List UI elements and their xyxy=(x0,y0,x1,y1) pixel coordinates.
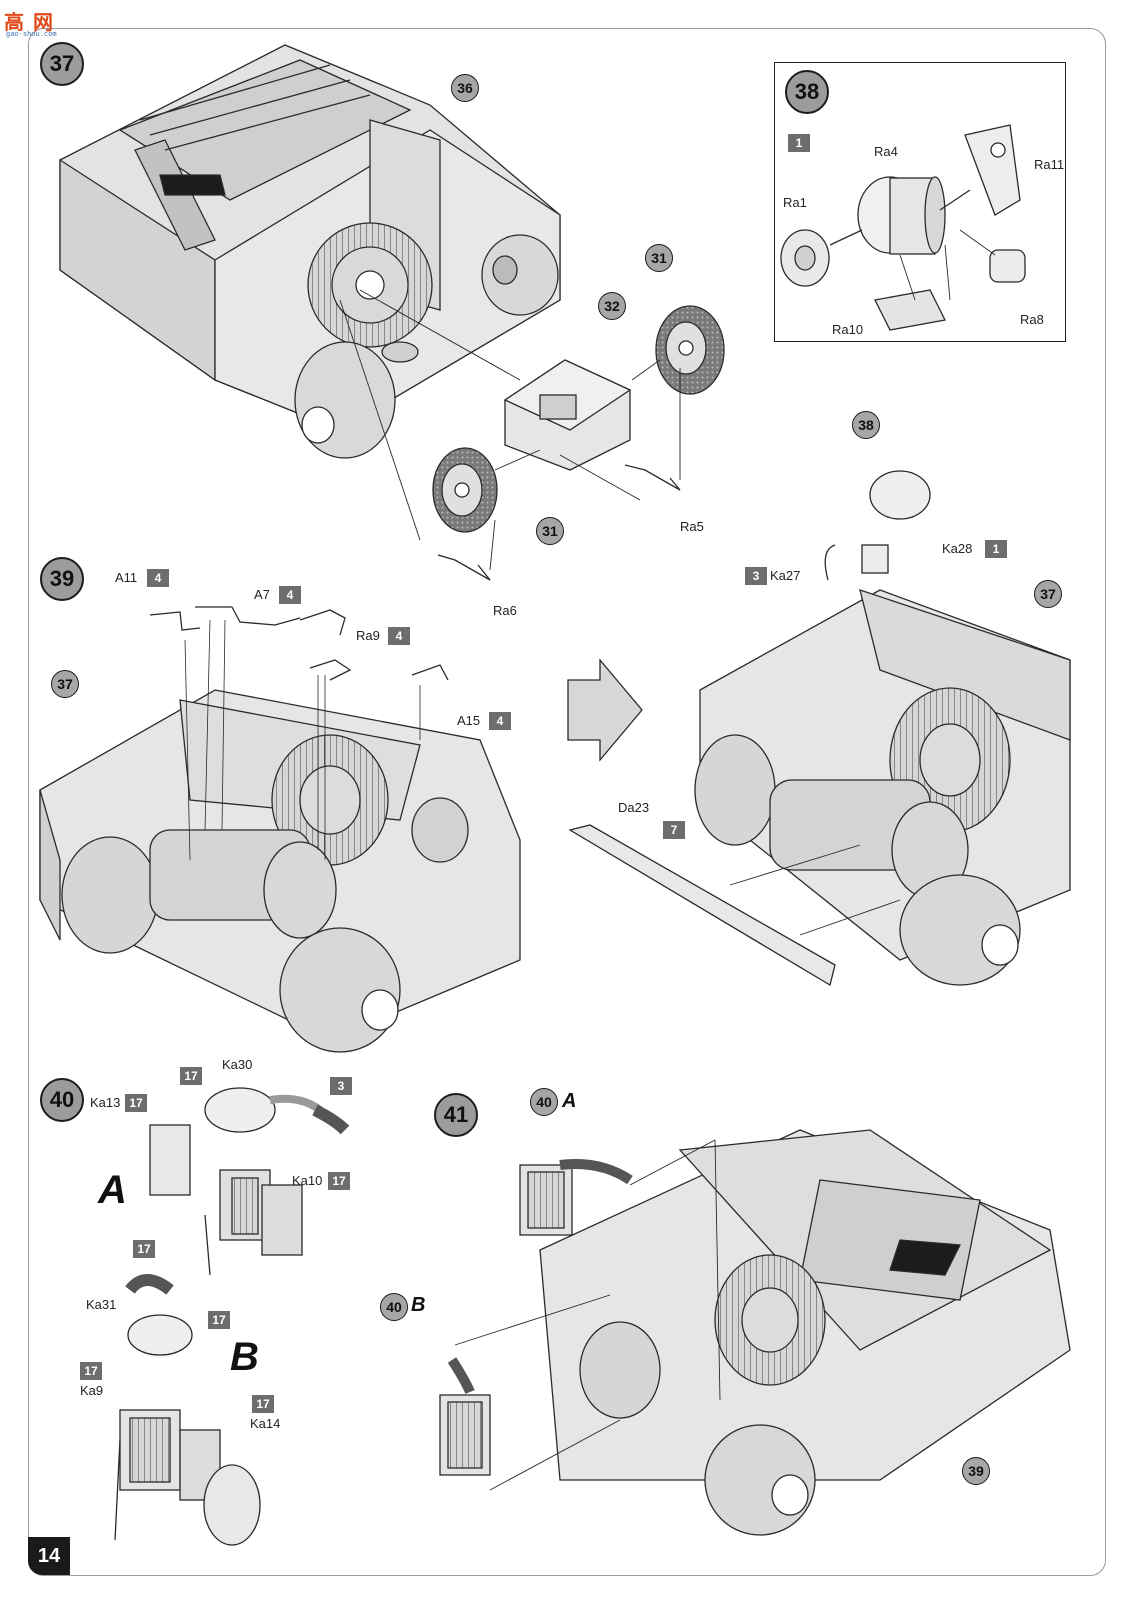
watermark-logo: 高 网 gao-shou.com xyxy=(4,6,82,40)
step39-hull-drawing xyxy=(39,606,521,1053)
sprue-tag-hose-40a: 3 xyxy=(330,1077,352,1095)
ref-part-31-top: 31 xyxy=(645,244,673,272)
part-label-ka27: Ka27 xyxy=(770,568,801,583)
step38-detail-box xyxy=(774,62,1066,342)
step-number-40: 40 xyxy=(40,1078,84,1122)
sprue-tag-da23: 7 xyxy=(663,821,685,839)
sprue-tag-box38: 1 xyxy=(788,134,810,152)
sprue-tag-a11: 4 xyxy=(147,569,169,587)
step-arrow-shape xyxy=(567,658,643,762)
ref-part-32: 32 xyxy=(598,292,626,320)
variant-letter-a: A xyxy=(98,1168,127,1212)
sprue-tag-ka27: 3 xyxy=(745,567,767,585)
part-label-ra4: Ra4 xyxy=(874,144,898,159)
step-number-37: 37 xyxy=(40,42,84,86)
ref-part-31-bottom: 31 xyxy=(536,517,564,545)
part-label-ra6: Ra6 xyxy=(493,603,517,618)
part-label-ra9: Ra9 xyxy=(356,628,380,643)
part-label-a11: A11 xyxy=(115,570,138,585)
sprue-tag-ka9: 17 xyxy=(80,1362,102,1380)
step39-result-drawing xyxy=(568,470,1071,987)
part-label-ra8: Ra8 xyxy=(1020,312,1044,327)
part-label-a7: A7 xyxy=(254,587,270,602)
variant-letter-b: B xyxy=(230,1335,259,1379)
sprue-tag-ra9: 4 xyxy=(388,627,410,645)
part-label-ra10: Ra10 xyxy=(832,322,864,337)
watermark-url: gao-shou.com xyxy=(6,30,57,38)
sprue-tag-ka13: 17 xyxy=(125,1094,147,1112)
ref-step-40-b: 40 xyxy=(380,1293,408,1321)
ref-step-37-left: 37 xyxy=(51,670,79,698)
ref-step-38: 38 xyxy=(852,411,880,439)
variant-letter-a-small: A xyxy=(562,1090,577,1112)
step38-engine-starter-drawing xyxy=(780,124,1026,331)
ref-step-36: 36 xyxy=(451,74,479,102)
part-label-ka31: Ka31 xyxy=(86,1297,117,1312)
part-label-ra5: Ra5 xyxy=(680,519,704,534)
step41-hull-drawing xyxy=(439,1129,1071,1536)
page-frame xyxy=(28,28,1106,1576)
part-label-ka10: Ka10 xyxy=(292,1173,323,1188)
step40-air-filter-drawing xyxy=(114,1087,350,1546)
ref-step-37-right: 37 xyxy=(1034,580,1062,608)
page-number: 14 xyxy=(28,1537,70,1575)
part-label-a15: A15 xyxy=(457,713,481,728)
part-label-da23: Da23 xyxy=(618,800,650,815)
sprue-tag-ka10: 17 xyxy=(328,1172,350,1190)
part-label-ka28: Ka28 xyxy=(942,541,973,556)
ref-step-39: 39 xyxy=(962,1457,990,1485)
sprue-tag-ka31: 17 xyxy=(208,1311,230,1329)
part-label-ka13: Ka13 xyxy=(90,1095,121,1110)
watermark-text: 高 网 xyxy=(4,10,54,34)
ref-step-40-a: 40 xyxy=(530,1088,558,1116)
variant-letter-b-small: B xyxy=(411,1294,426,1316)
step37-parts-drawing xyxy=(432,305,725,581)
sprue-tag-a15: 4 xyxy=(489,712,511,730)
part-label-ra1: Ra1 xyxy=(783,195,807,210)
sprue-tag-ka30: 17 xyxy=(180,1067,202,1085)
part-label-ka30: Ka30 xyxy=(222,1057,253,1072)
sprue-tag-a7: 4 xyxy=(279,586,301,604)
step-number-39: 39 xyxy=(40,557,84,601)
sprue-tag-hose-40b: 17 xyxy=(133,1240,155,1258)
step-number-38: 38 xyxy=(785,70,829,114)
part-label-ra11: Ra11 xyxy=(1034,157,1065,172)
step-number-41: 41 xyxy=(434,1093,478,1137)
part-label-ka14: Ka14 xyxy=(250,1416,281,1431)
sprue-tag-ka14: 17 xyxy=(252,1395,274,1413)
sprue-tag-ka28: 1 xyxy=(985,540,1007,558)
part-label-ka9: Ka9 xyxy=(80,1383,104,1398)
step37-hull-drawing xyxy=(59,44,561,541)
